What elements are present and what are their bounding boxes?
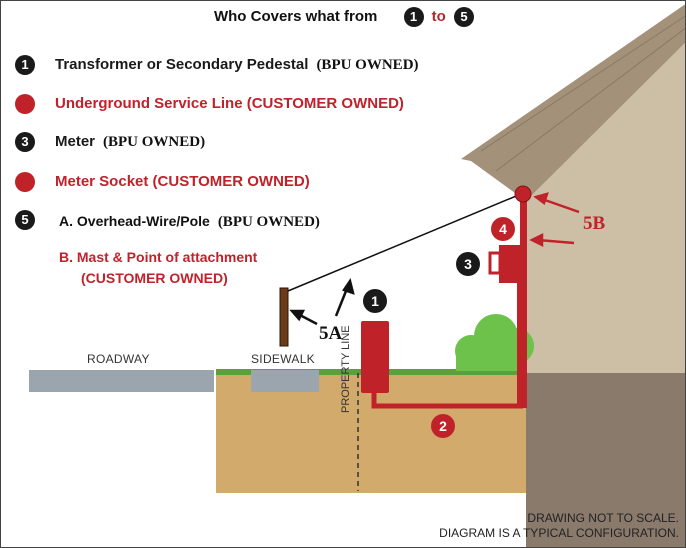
- scale-note: DRAWING NOT TO SCALE. DIAGRAM IS A TYPIC…: [439, 511, 679, 541]
- legend-number-3: 3: [15, 132, 35, 152]
- title-end-number: 5: [454, 7, 475, 27]
- meter-socket: [499, 245, 521, 283]
- property-line-label: PROPERTY LINE: [340, 325, 352, 413]
- legend-label-3: Meter: [55, 132, 96, 150]
- house-foundation: [526, 373, 685, 547]
- legend-label-2: Underground Service Line (CUSTOMER OWNED…: [55, 94, 404, 112]
- legend-owner-3: (BPU OWNED): [103, 133, 206, 150]
- legend-number-5: 5: [15, 210, 35, 230]
- legend-item-1: 1 Transformer or Secondary Pedestal (BPU O…: [15, 55, 419, 75]
- item5-a-label: A. Overhead-Wire/Pole: [59, 213, 210, 229]
- bushes: [455, 314, 534, 371]
- underground-service-line: [371, 391, 523, 409]
- diagram-title: Who Covers what from 1 to 5: [1, 7, 685, 27]
- title-start-number: 1: [403, 7, 424, 27]
- scale-note-line2: DIAGRAM IS A TYPICAL CONFIGURATION.: [439, 526, 679, 540]
- badge-1: 1: [363, 289, 387, 313]
- item5-a: A. Overhead-Wire/Pole (BPU OWNED): [59, 213, 320, 231]
- legend-item-5: 5: [15, 210, 55, 230]
- callout-5b: 5B: [583, 213, 606, 234]
- legend-label-4: Meter Socket (CUSTOMER OWNED): [55, 172, 310, 190]
- pedestal: [361, 321, 389, 393]
- mast: [520, 196, 527, 408]
- roadway: [29, 370, 214, 392]
- legend-number-2: 2: [15, 94, 35, 114]
- badge-2: 2: [431, 414, 455, 438]
- title-to: to: [431, 7, 446, 25]
- legend-item-4: 4 Meter Socket (CUSTOMER OWNED): [15, 172, 310, 192]
- badge-3: 3: [456, 252, 480, 276]
- legend-item-2: 2 Underground Service Line (CUSTOMER OWNE…: [15, 94, 404, 114]
- sidewalk: [251, 370, 319, 392]
- overhead-wire: [287, 193, 522, 292]
- legend-item-3: 3 Meter (BPU OWNED): [15, 132, 205, 152]
- item5-b-line1: B. Mast & Point of attachment: [59, 249, 258, 265]
- callout-5a: 5A: [319, 323, 343, 344]
- point-of-attachment: [514, 185, 532, 203]
- meter: [488, 251, 502, 275]
- roadway-label: ROADWAY: [87, 352, 150, 366]
- scale-note-line1: DRAWING NOT TO SCALE.: [527, 511, 679, 525]
- title-text: Who Covers what from: [213, 7, 378, 25]
- legend-number-1: 1: [15, 55, 35, 75]
- item5-b-line2: (CUSTOMER OWNED): [81, 270, 228, 286]
- item5-a-owner: (BPU OWNED): [217, 214, 320, 230]
- legend-label-1: Transformer or Secondary Pedestal: [55, 55, 309, 73]
- pole: [279, 287, 289, 347]
- badge-4: 4: [491, 217, 515, 241]
- legend-owner-1: (BPU OWNED): [316, 56, 419, 73]
- legend-number-4: 4: [15, 172, 35, 192]
- sidewalk-label: SIDEWALK: [251, 352, 315, 366]
